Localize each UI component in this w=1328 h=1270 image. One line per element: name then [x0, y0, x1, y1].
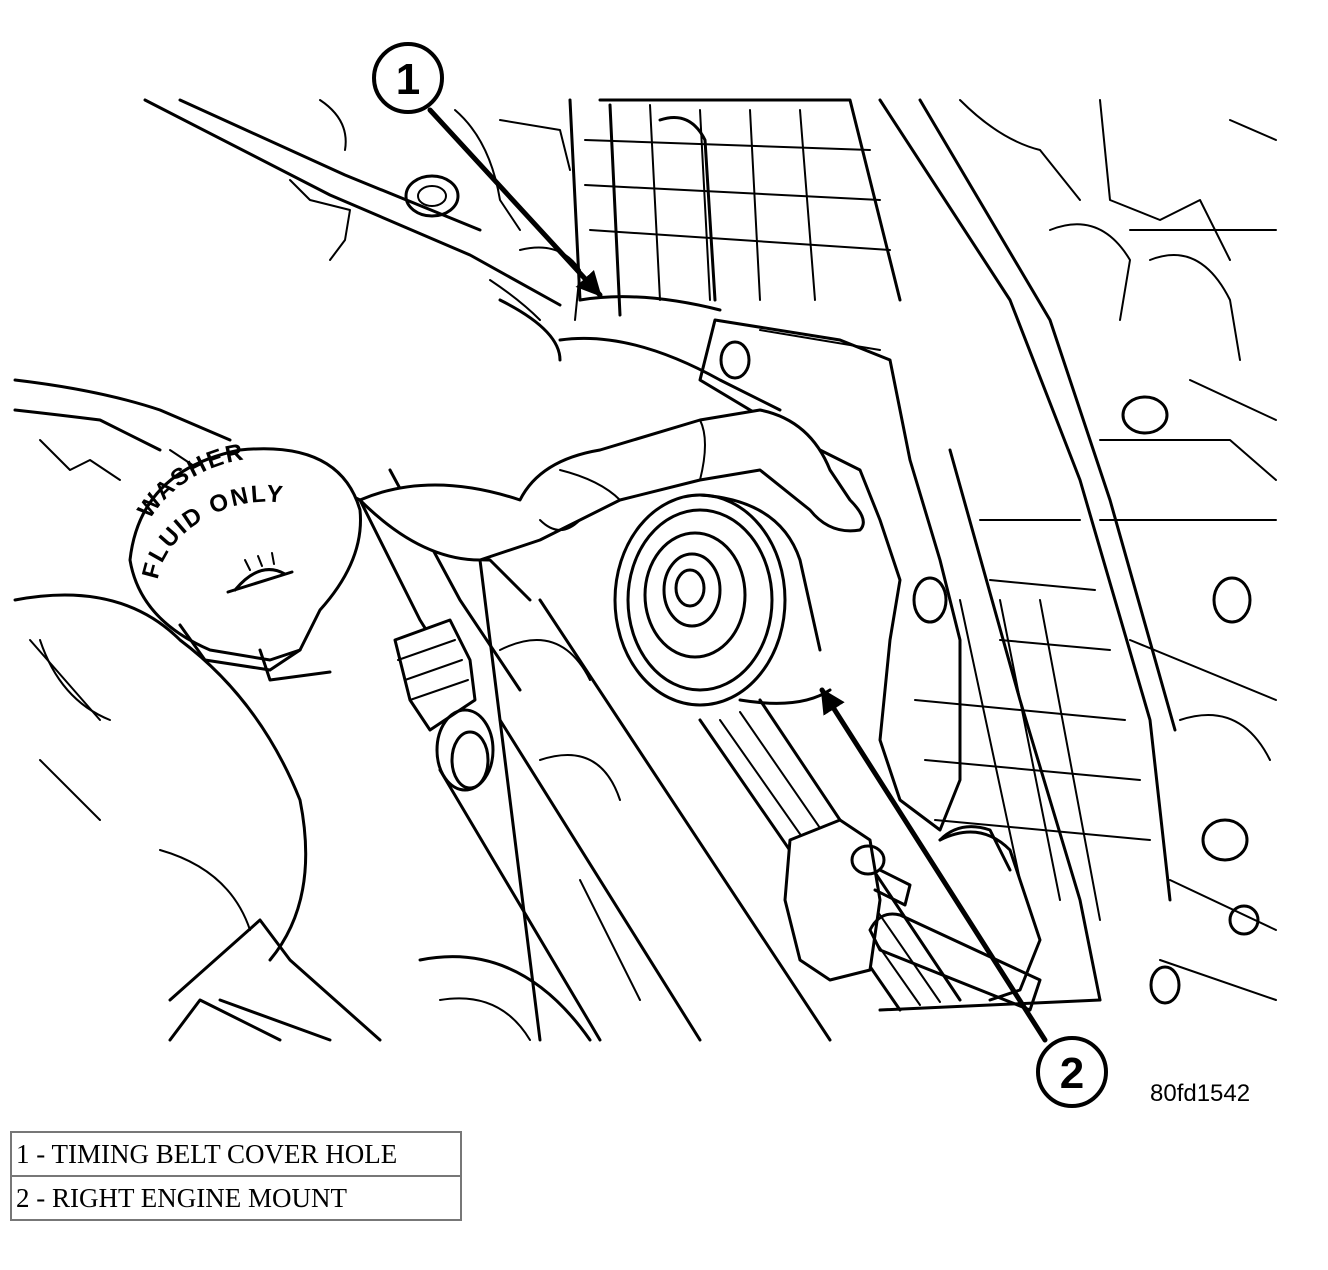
callout-2: 2: [819, 687, 1108, 1108]
callout-1-number: 1: [396, 55, 420, 104]
pulley: [613, 493, 832, 707]
wiper-symbol-icon: [226, 568, 294, 594]
legend-item-1: 1 - TIMING BELT COVER HOLE: [10, 1131, 462, 1177]
legend-row: 1 - TIMING BELT COVER HOLE: [10, 1131, 462, 1177]
callout-1: 1: [372, 42, 603, 298]
callout-2-number: 2: [1060, 1049, 1084, 1098]
legend-row: 2 - RIGHT ENGINE MOUNT: [10, 1175, 462, 1221]
figure-id: 80fd1542: [1150, 1080, 1251, 1107]
washer-fluid-cap: WASHER FLUID ONLY: [128, 438, 362, 682]
legend-table: 1 - TIMING BELT COVER HOLE 2 - RIGHT ENG…: [10, 1131, 462, 1221]
engine-background: [13, 98, 1277, 1042]
legend-item-2: 2 - RIGHT ENGINE MOUNT: [10, 1175, 462, 1221]
